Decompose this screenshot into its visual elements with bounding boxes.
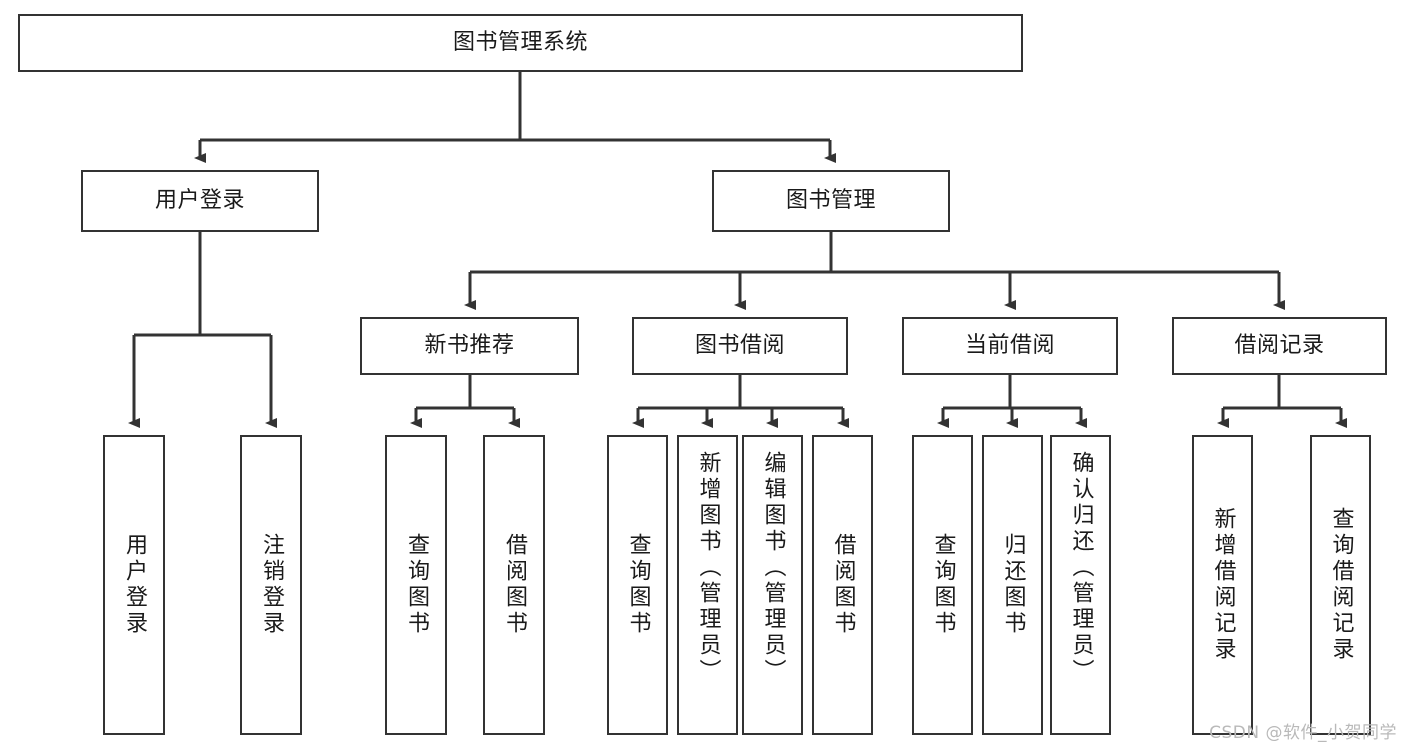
node-label: 新增借阅记录 xyxy=(1210,507,1236,663)
node-label: 借阅图书 xyxy=(502,533,527,637)
node-label: 用户登录 xyxy=(122,533,147,637)
node-label: 借阅图书 xyxy=(830,533,856,637)
node-leaf-add-borrow-record[interactable]: 新增借阅记录 xyxy=(1192,435,1253,735)
node-label: 图书管理 xyxy=(785,188,876,214)
node-leaf-query-borrow-record[interactable]: 查询借阅记录 xyxy=(1310,435,1371,735)
csdn-watermark: CSDN @软件_小贺同学 xyxy=(1209,723,1397,743)
node-leaf-add-book-admin[interactable]: 新增图书（管理员） xyxy=(677,435,738,735)
node-label: 归还图书 xyxy=(1000,533,1026,637)
node-leaf-borrow-book-newbook[interactable]: 借阅图书 xyxy=(483,435,545,735)
node-book-borrow[interactable]: 图书借阅 xyxy=(632,317,848,375)
node-leaf-logout[interactable]: 注销登录 xyxy=(240,435,302,735)
node-leaf-query-book-newbook[interactable]: 查询图书 xyxy=(385,435,447,735)
node-label: 查询借阅记录 xyxy=(1328,507,1354,663)
node-label: 借阅记录 xyxy=(1234,333,1325,359)
node-label: 新增图书（管理员） xyxy=(695,451,721,685)
node-label: 注销登录 xyxy=(259,533,284,637)
node-label: 查询图书 xyxy=(625,533,651,637)
node-leaf-return-book[interactable]: 归还图书 xyxy=(982,435,1043,735)
node-leaf-confirm-return-admin[interactable]: 确认归还（管理员） xyxy=(1050,435,1111,735)
node-label: 查询图书 xyxy=(404,533,429,637)
node-label: 编辑图书（管理员） xyxy=(760,451,786,685)
node-current-borrow[interactable]: 当前借阅 xyxy=(902,317,1118,375)
node-leaf-query-book-current[interactable]: 查询图书 xyxy=(912,435,973,735)
node-leaf-edit-book-admin[interactable]: 编辑图书（管理员） xyxy=(742,435,803,735)
node-label: 当前借阅 xyxy=(964,333,1055,359)
node-label: 图书管理系统 xyxy=(452,30,588,56)
node-leaf-user-login[interactable]: 用户登录 xyxy=(103,435,165,735)
node-label: 确认归还（管理员） xyxy=(1068,451,1094,685)
node-user-login[interactable]: 用户登录 xyxy=(81,170,319,232)
node-label: 图书借阅 xyxy=(694,333,785,359)
node-leaf-query-book-borrow[interactable]: 查询图书 xyxy=(607,435,668,735)
node-label: 用户登录 xyxy=(154,188,245,214)
node-label: 查询图书 xyxy=(930,533,956,637)
node-new-book-recommend[interactable]: 新书推荐 xyxy=(360,317,579,375)
node-leaf-borrow-book[interactable]: 借阅图书 xyxy=(812,435,873,735)
node-root-system[interactable]: 图书管理系统 xyxy=(18,14,1023,72)
node-label: 新书推荐 xyxy=(424,333,515,359)
node-borrow-record[interactable]: 借阅记录 xyxy=(1172,317,1387,375)
node-book-management[interactable]: 图书管理 xyxy=(712,170,950,232)
